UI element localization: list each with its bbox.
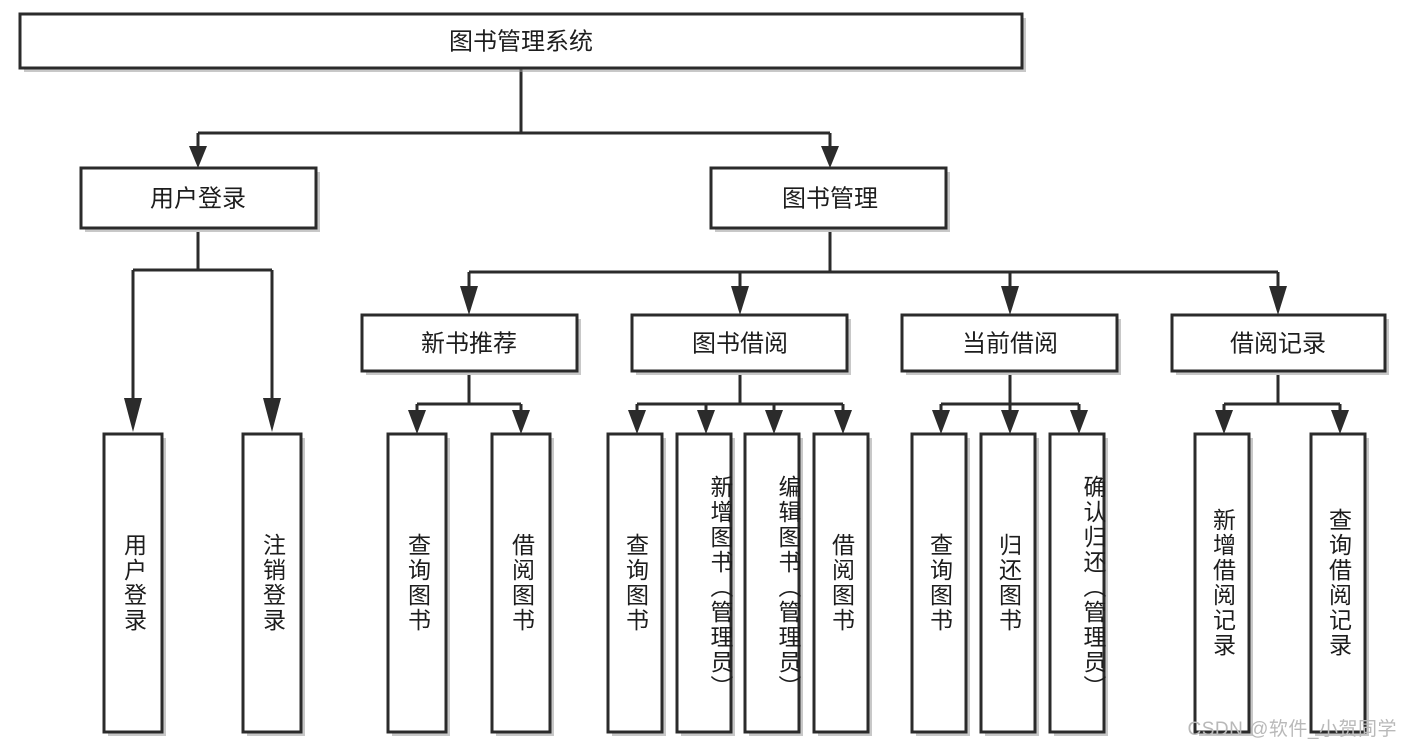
leaf-edit-book-box bbox=[743, 432, 801, 734]
node-new-book-recommend[interactable]: 新书推荐 bbox=[360, 313, 581, 375]
node-leaf-return-book[interactable] bbox=[979, 432, 1039, 736]
node-user-login[interactable]: 用户登录 bbox=[79, 166, 320, 232]
user-login-box bbox=[79, 166, 318, 230]
arrow-leaf-borrow-book-2 bbox=[834, 410, 852, 434]
leaf-add-book-box bbox=[675, 432, 733, 734]
arrow-borrow-record bbox=[1269, 286, 1287, 315]
arrow-book-borrow bbox=[731, 286, 749, 315]
book-borrow-label: 图书借阅 bbox=[692, 330, 788, 357]
node-leaf-add-record[interactable] bbox=[1193, 432, 1253, 736]
leaf-user-logout-label: 注销登录 bbox=[259, 533, 286, 633]
leaf-borrow-book-1-box bbox=[490, 432, 552, 734]
arrow-leaf-add-record bbox=[1215, 410, 1233, 434]
leaf-query-book-2-box bbox=[606, 432, 664, 734]
node-root[interactable]: 图书管理系统 bbox=[18, 12, 1026, 72]
leaf-confirm-return-label: 确认归还（管理员） bbox=[1080, 474, 1106, 700]
node-leaf-query-book-3[interactable] bbox=[910, 432, 970, 736]
leaf-query-book-3-box bbox=[910, 432, 968, 734]
leaf-query-record-label: 查询借阅记录 bbox=[1325, 508, 1352, 658]
book-manage-box bbox=[709, 166, 948, 230]
arrow-leaf-query-book-1 bbox=[408, 410, 426, 434]
node-book-borrow[interactable]: 图书借阅 bbox=[630, 313, 851, 375]
leaf-user-login-label: 用户登录 bbox=[120, 533, 147, 633]
node-leaf-confirm-return[interactable] bbox=[1048, 432, 1108, 736]
arrow-leaf-query-book-3 bbox=[932, 410, 950, 434]
node-book-manage[interactable]: 图书管理 bbox=[709, 166, 950, 232]
node-current-borrow[interactable]: 当前借阅 bbox=[900, 313, 1121, 375]
arrow-user-login bbox=[189, 146, 207, 168]
node-leaf-edit-book[interactable] bbox=[743, 432, 803, 736]
node-leaf-borrow-book-1[interactable] bbox=[490, 432, 554, 736]
node-borrow-record[interactable]: 借阅记录 bbox=[1170, 313, 1389, 375]
arrow-leaf-query-record bbox=[1331, 410, 1349, 434]
leaf-edit-book-label: 编辑图书（管理员） bbox=[775, 474, 801, 700]
leaf-query-book-2-label: 查询图书 bbox=[622, 533, 649, 633]
edge-layer bbox=[124, 68, 1349, 434]
book-manage-label: 图书管理 bbox=[782, 185, 878, 212]
leaf-add-record-box bbox=[1193, 432, 1251, 734]
leaf-borrow-book-2-label: 借阅图书 bbox=[828, 533, 855, 633]
user-login-label: 用户登录 bbox=[150, 185, 246, 212]
arrow-current-borrow bbox=[1001, 286, 1019, 315]
node-leaf-query-book-1[interactable] bbox=[386, 432, 450, 736]
arrow-leaf-return-book bbox=[1001, 410, 1019, 434]
book-borrow-box bbox=[630, 313, 849, 373]
node-leaf-add-book[interactable] bbox=[675, 432, 735, 736]
leaf-return-book-label: 归还图书 bbox=[995, 533, 1022, 633]
root-box bbox=[18, 12, 1024, 70]
arrow-leaf-add-book bbox=[697, 410, 715, 434]
leaf-user-logout-box bbox=[241, 432, 303, 734]
leaf-confirm-return-box bbox=[1048, 432, 1106, 734]
arrow-leaf-confirm-return bbox=[1070, 410, 1088, 434]
node-leaf-user-login[interactable] bbox=[102, 432, 166, 736]
node-leaf-query-record[interactable] bbox=[1309, 432, 1369, 736]
leaf-box-layer bbox=[102, 432, 1369, 736]
leaf-return-book-box bbox=[979, 432, 1037, 734]
current-borrow-label: 当前借阅 bbox=[962, 330, 1058, 357]
node-leaf-borrow-book-2[interactable] bbox=[812, 432, 872, 736]
leaf-add-record-label: 新增借阅记录 bbox=[1209, 508, 1236, 658]
leaf-user-login-box bbox=[102, 432, 164, 734]
leaf-query-record-box bbox=[1309, 432, 1367, 734]
node-leaf-query-book-2[interactable] bbox=[606, 432, 666, 736]
leaf-query-book-1-box bbox=[386, 432, 448, 734]
leaf-add-book-label: 新增图书（管理员） bbox=[707, 474, 733, 700]
leaf-borrow-book-1-label: 借阅图书 bbox=[508, 533, 535, 633]
borrow-record-label: 借阅记录 bbox=[1230, 330, 1326, 357]
leaf-borrow-book-2-box bbox=[812, 432, 870, 734]
arrow-leaf-edit-book bbox=[765, 410, 783, 434]
arrow-leaf-user-logout bbox=[263, 398, 281, 432]
arrow-leaf-user-login bbox=[124, 398, 142, 432]
new-book-recommend-label: 新书推荐 bbox=[421, 330, 517, 357]
arrow-book-manage bbox=[821, 146, 839, 168]
arrow-leaf-query-book-2 bbox=[628, 410, 646, 434]
arrow-leaf-borrow-book-1 bbox=[512, 410, 530, 434]
leaf-query-book-3-label: 查询图书 bbox=[926, 533, 953, 633]
node-leaf-user-logout[interactable] bbox=[241, 432, 305, 736]
arrow-new-book-recommend bbox=[460, 286, 478, 315]
leaf-query-book-1-label: 查询图书 bbox=[404, 533, 431, 633]
new-book-recommend-box bbox=[360, 313, 579, 373]
current-borrow-box bbox=[900, 313, 1119, 373]
root-label: 图书管理系统 bbox=[449, 28, 593, 55]
borrow-record-box bbox=[1170, 313, 1387, 373]
